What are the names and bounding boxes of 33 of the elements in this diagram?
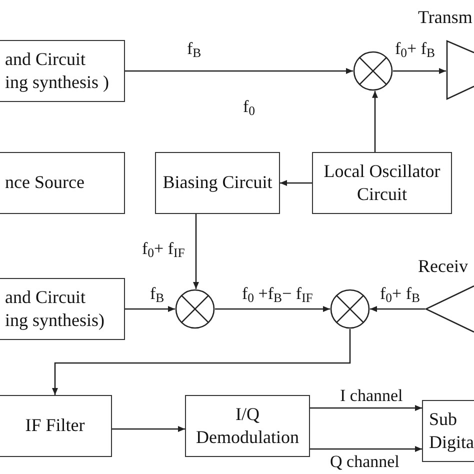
block-box bbox=[185, 395, 310, 457]
arrow bbox=[370, 306, 425, 312]
arrow bbox=[280, 180, 312, 186]
antenna-label: Receiv bbox=[418, 255, 468, 278]
arrow bbox=[310, 446, 422, 452]
block-label: and Circuit bbox=[5, 286, 86, 309]
block-label: Sub Digita bbox=[429, 408, 474, 454]
arrow bbox=[125, 68, 353, 74]
block-label: Biasing Circuit bbox=[162, 171, 272, 194]
block-label: Local Oscillator Circuit bbox=[322, 160, 442, 206]
block-label: nce Source bbox=[5, 171, 84, 194]
arrow bbox=[193, 214, 199, 290]
arrow bbox=[393, 68, 446, 74]
block-box bbox=[0, 40, 125, 102]
signal-label: f$_{0}$ bbox=[243, 96, 256, 118]
arrow bbox=[310, 405, 422, 411]
arrow bbox=[112, 426, 185, 432]
block-label: I/Q Demodulation bbox=[195, 402, 300, 449]
arrow bbox=[52, 329, 351, 395]
block-box bbox=[0, 152, 125, 214]
block-box bbox=[312, 152, 452, 214]
block-label: IF Filter bbox=[25, 414, 85, 438]
block-box bbox=[155, 152, 280, 214]
block-label: and Circuit bbox=[5, 48, 86, 71]
block-box bbox=[0, 278, 125, 340]
arrow bbox=[372, 90, 378, 152]
arrow bbox=[215, 306, 330, 312]
arrow bbox=[125, 306, 175, 312]
block-label: ing synthesis ) bbox=[5, 71, 110, 94]
block-box bbox=[422, 400, 474, 462]
block-label: ing synthesis) bbox=[5, 309, 105, 332]
antenna-label: Transm bbox=[418, 6, 472, 29]
block-box bbox=[0, 395, 112, 457]
